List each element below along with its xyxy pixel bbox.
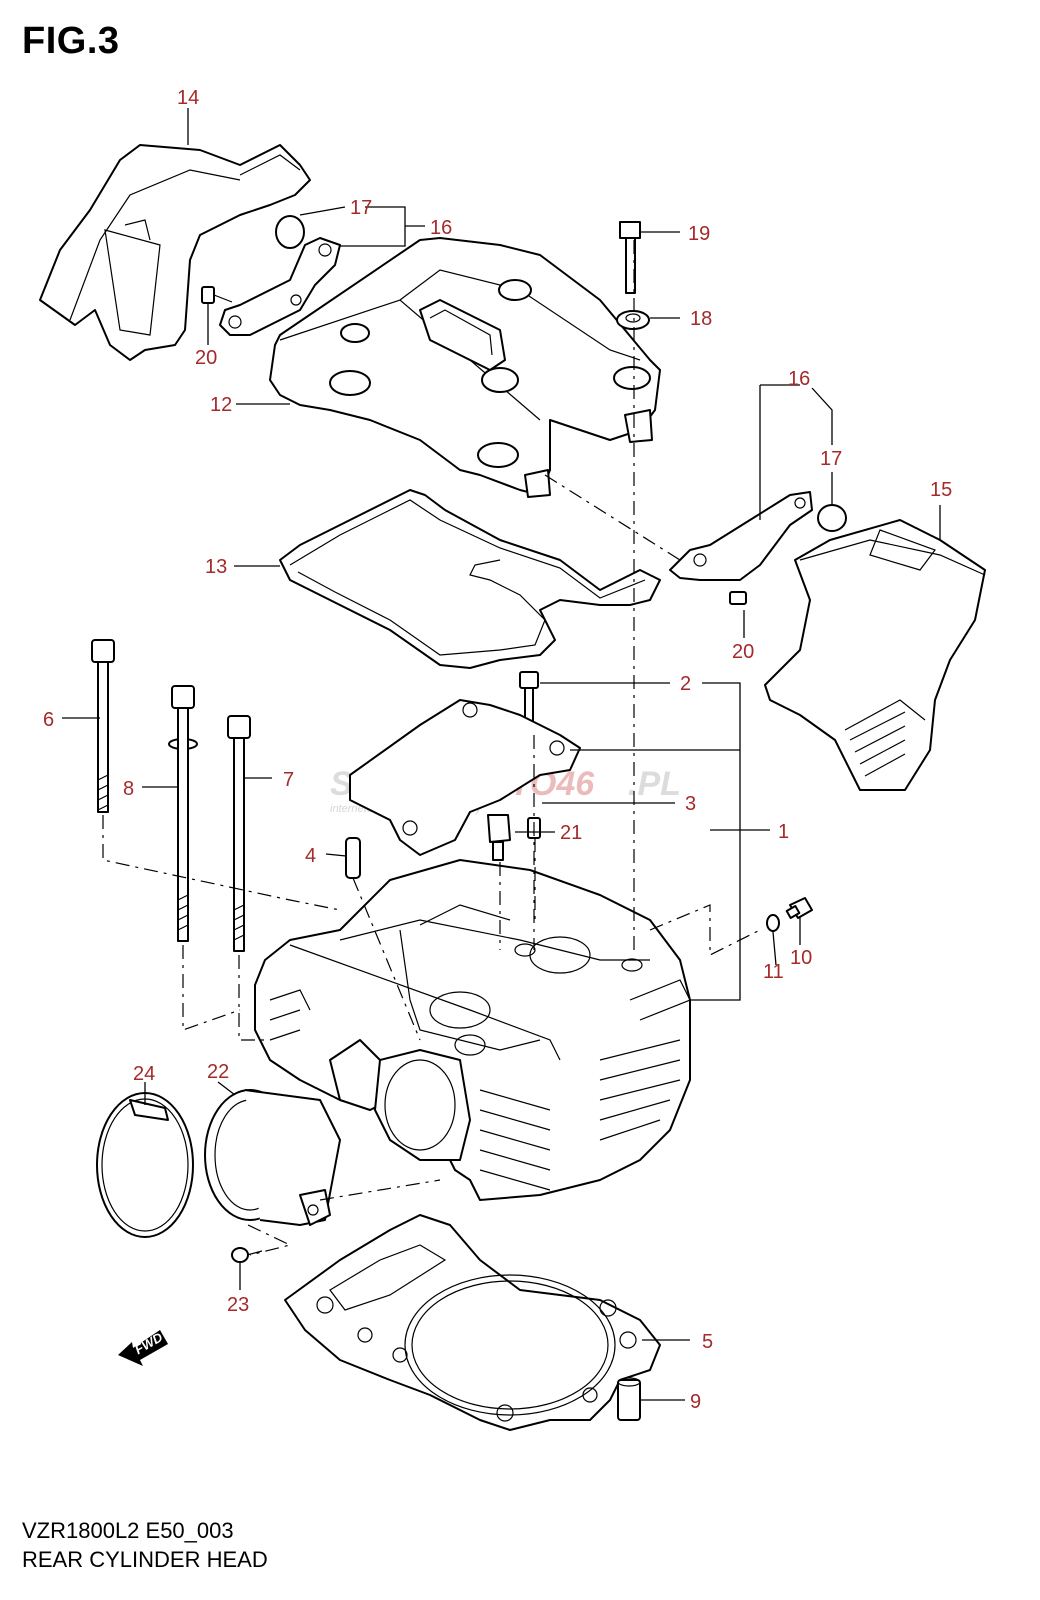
callout-16-left: 16: [430, 217, 452, 239]
part-washer-11: [766, 914, 780, 932]
callout-12: 12: [210, 394, 232, 416]
callout-3: 3: [685, 793, 696, 815]
callout-23: 23: [227, 1294, 249, 1316]
fwd-arrow-icon: FWD: [118, 1329, 168, 1366]
part-right-bracket: [669, 491, 847, 581]
callout-17-right: 17: [820, 448, 842, 470]
figure-name: REAR CYLINDER HEAD: [22, 1547, 268, 1572]
callout-7: 7: [283, 769, 294, 791]
callout-24: 24: [133, 1063, 155, 1085]
part-dowel-9: [617, 1377, 641, 1421]
callout-labels: 1 2 3 4 5 6 7 8 9 10 11 12 13 14 15 16 1…: [43, 87, 952, 1413]
part-bracket-top: [349, 699, 581, 856]
part-bolt-2: [519, 671, 539, 734]
callout-9: 9: [690, 1391, 701, 1413]
callout-16-right: 16: [788, 368, 810, 390]
part-spark-plug-21: [487, 814, 511, 861]
part-left-cover: [39, 144, 311, 361]
callout-13: 13: [205, 556, 227, 578]
part-bolt-23: [231, 1247, 263, 1263]
callout-22: 22: [207, 1061, 229, 1083]
part-head-gasket-5: [284, 1214, 661, 1431]
part-head-cover: [269, 237, 661, 498]
part-bolt-10: [785, 897, 813, 919]
part-bolt-20-right: [729, 591, 747, 605]
callout-6: 6: [43, 709, 54, 731]
part-right-cover: [764, 519, 986, 791]
part-intake-pipe-22: [204, 1089, 341, 1226]
callout-17-left: 17: [350, 197, 372, 219]
figure-title: FIG.3: [22, 20, 120, 62]
callout-10: 10: [790, 947, 812, 969]
part-left-bracket: [219, 215, 341, 336]
watermark-brand-suffix: .PL: [628, 765, 681, 803]
callout-18: 18: [690, 308, 712, 330]
part-bolt-8: [168, 685, 198, 942]
part-bolt-6: [91, 639, 115, 813]
callout-20-right: 20: [732, 641, 754, 663]
part-bolt-7: [227, 715, 251, 952]
part-bolt-20-left: [201, 286, 233, 304]
callout-15: 15: [930, 479, 952, 501]
part-clamp-24: [96, 1092, 194, 1238]
callout-20-left: 20: [195, 347, 217, 369]
callout-21: 21: [560, 822, 582, 844]
leader-lines: [62, 108, 941, 1401]
callout-5: 5: [702, 1331, 713, 1353]
callout-1: 1: [778, 821, 789, 843]
part-cover-gasket: [279, 489, 661, 669]
model-code: VZR1800L2 E50_003: [22, 1518, 234, 1543]
part-bolt-19: [619, 221, 641, 294]
part-cylinder-head: [254, 859, 691, 1201]
callout-2: 2: [680, 673, 691, 695]
callout-8: 8: [123, 778, 134, 800]
callout-11: 11: [763, 961, 784, 983]
callout-14: 14: [177, 87, 199, 109]
part-guide-4: [345, 837, 361, 879]
callout-19: 19: [688, 223, 710, 245]
part-grommet-18: [616, 310, 650, 330]
callout-4: 4: [305, 845, 316, 867]
